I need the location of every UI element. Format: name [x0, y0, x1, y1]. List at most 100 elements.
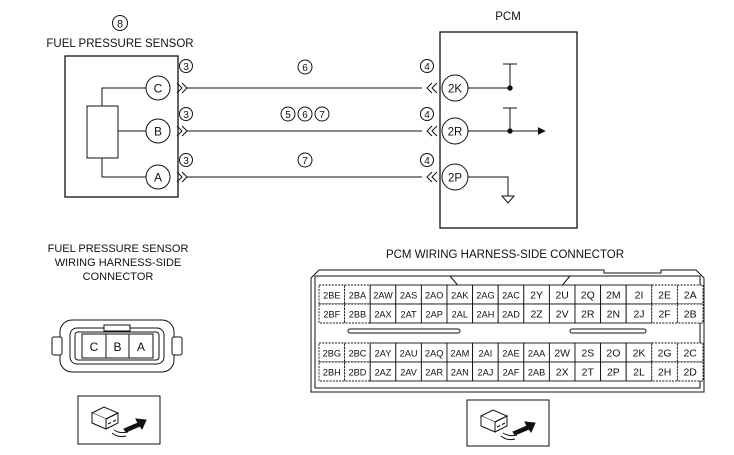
- pcm-pin: 2L: [625, 361, 653, 382]
- wire-note-6: 6: [297, 59, 313, 75]
- svg-text:2R: 2R: [448, 127, 463, 139]
- pcm-pin: 2H: [651, 361, 678, 382]
- pcm-pin-label: 2BG: [323, 349, 341, 359]
- pcm-pin-label: 2T: [582, 367, 595, 379]
- connector-view-icon: [466, 399, 550, 447]
- pcm-pin-label: 2BA: [349, 291, 367, 301]
- sensor-pin-b: B: [105, 333, 130, 359]
- pcm-pin: 2AZ: [369, 361, 397, 382]
- pcm-pin: 2BA: [344, 284, 371, 305]
- sensor-terminal-c: C: [145, 75, 171, 101]
- pcm-pin-label: 2B: [684, 309, 697, 321]
- pcm-pin: 2AN: [446, 361, 474, 382]
- pcm-pin: 2B: [676, 303, 704, 324]
- pcm-pin: 2AU: [395, 342, 422, 363]
- pcm-pin-label: 2AW: [373, 291, 393, 301]
- pcm-pin: 2BH: [318, 361, 346, 382]
- pcm-terminal-2r: 2R: [441, 117, 469, 145]
- pcm-pin-label: 2AU: [400, 349, 418, 359]
- pcm-pin: 2BC: [344, 342, 371, 363]
- svg-text:4: 4: [424, 156, 430, 167]
- sensor-terminal-b: B: [145, 118, 171, 144]
- pcm-pin: 2S: [574, 342, 602, 363]
- pcm-connector-title: PCM WIRING HARNESS-SIDE CONNECTOR: [386, 249, 624, 261]
- pcm-pin-label: 2L: [633, 367, 645, 379]
- pcm-pin: 2A: [676, 284, 704, 305]
- pcm-pin: 2AA: [523, 342, 550, 363]
- pcm-pin: 2AG: [472, 284, 499, 305]
- pcm-pin-label: 2BD: [348, 368, 366, 378]
- pcm-pin: 2U: [548, 284, 576, 305]
- pcm-pin: 2J: [625, 303, 653, 324]
- pcm-pin-label: 2Z: [530, 309, 543, 321]
- svg-text:5: 5: [285, 110, 291, 121]
- pcm-pin-label: 2AB: [528, 368, 545, 378]
- pcm-pin: 2AQ: [420, 342, 448, 363]
- pcm-pin-label: 2W: [554, 348, 570, 360]
- pcm-pin-label: 2AY: [375, 349, 392, 359]
- pcm-pin: 2AL: [446, 303, 474, 324]
- pcm-pin: 2AX: [369, 303, 397, 324]
- sensor-element: [86, 105, 119, 159]
- pcm-pin-label: 2R: [581, 309, 595, 321]
- pcm-pin-label: 2AK: [451, 291, 469, 301]
- pcm-note-2k: 4: [420, 59, 434, 73]
- pcm-pin-label: 2AZ: [375, 368, 392, 378]
- pcm-pin: 2W: [548, 342, 576, 363]
- pcm-pin: 2F: [651, 303, 678, 324]
- pcm-pin: 2AW: [369, 284, 397, 305]
- svg-text:3: 3: [183, 156, 189, 167]
- svg-text:B: B: [113, 340, 121, 354]
- pcm-note-2p: 4: [420, 153, 434, 167]
- pcm-pin-label: 2I: [635, 290, 644, 302]
- svg-text:4: 4: [424, 110, 430, 121]
- pcm-pin-label: 2BH: [323, 368, 341, 378]
- sensor-note-b: 3: [179, 107, 193, 121]
- pcm-terminal-2p: 2P: [441, 163, 469, 191]
- pcm-pin: 2V: [548, 303, 576, 324]
- pcm-pin-label: 2F: [658, 309, 670, 321]
- svg-text:3: 3: [183, 110, 189, 121]
- pcm-pin-label: 2A: [684, 290, 697, 302]
- pcm-pin: 2C: [676, 342, 704, 363]
- pcm-pin: 2R: [574, 303, 602, 324]
- pcm-pin: 2O: [600, 342, 627, 363]
- pcm-pin-label: 2AR: [425, 368, 443, 378]
- pcm-pin: 2BG: [318, 342, 346, 363]
- pcm-pin: 2G: [651, 342, 678, 363]
- pcm-pin-label: 2M: [606, 290, 621, 302]
- pcm-pin: 2AY: [369, 342, 397, 363]
- sensor-number: 8: [117, 19, 123, 31]
- pcm-pin-label: 2AP: [426, 310, 443, 320]
- svg-text:2P: 2P: [448, 173, 462, 185]
- pcm-pin: 2N: [600, 303, 627, 324]
- sensor-lead-a: [101, 158, 146, 178]
- pcm-pin-label: 2H: [658, 367, 671, 379]
- pcm-pin: 2AE: [497, 342, 525, 363]
- wire-note-567: 5 6 7: [280, 106, 330, 122]
- pcm-pin: 2BB: [344, 303, 371, 324]
- pcm-pin: 2AH: [472, 303, 499, 324]
- pcm-pin: 2AM: [446, 342, 474, 363]
- pcm-pin-label: 2AI: [479, 349, 493, 359]
- pcm-pin-label: 2P: [607, 367, 620, 379]
- pcm-pin: 2Z: [523, 303, 550, 324]
- sensor-pin-c: C: [81, 333, 107, 359]
- pcm-pin: 2P: [600, 361, 627, 382]
- pcm-pin-label: 2AC: [502, 291, 520, 301]
- pcm-pin-label: 2O: [606, 348, 620, 360]
- pcm-pin-label: 2BE: [323, 291, 340, 301]
- sensor-connector-title-2: WIRING HARNESS-SIDE: [55, 257, 182, 269]
- sensor-terminal-label: A: [154, 171, 162, 185]
- pcm-connector-chevrons: [426, 82, 438, 183]
- sensor-number-circle: [112, 15, 128, 31]
- pcm-pin: 2BF: [318, 303, 346, 324]
- pcm-pin: 2Y: [523, 284, 550, 305]
- pcm-pin: 2X: [548, 361, 576, 382]
- pcm-pin-label: 2AD: [502, 310, 520, 320]
- pcm-internal-circuit: [468, 63, 546, 204]
- pcm-pin-label: 2D: [683, 367, 697, 379]
- pcm-pin-label: 2AA: [528, 349, 546, 359]
- pcm-pin-label: 2AL: [452, 310, 468, 320]
- pcm-pin-label: 2S: [581, 348, 594, 360]
